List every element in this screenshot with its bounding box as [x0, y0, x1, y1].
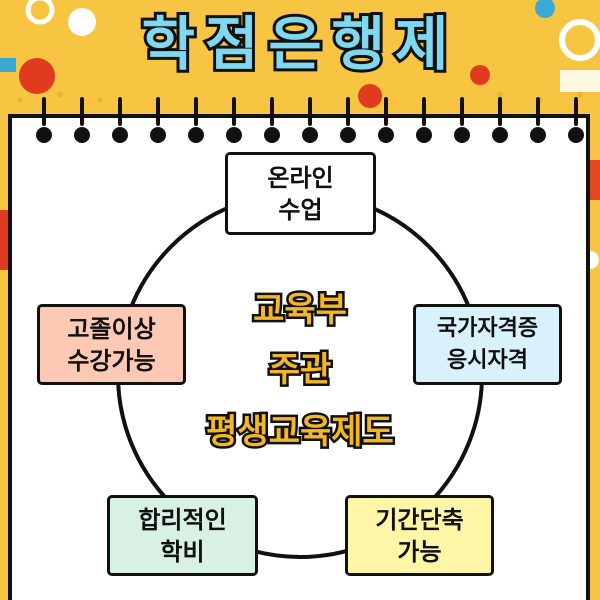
node-label: 고졸이상 — [67, 314, 156, 343]
node-label: 국가자격증 — [436, 315, 539, 341]
node-label: 수강가능 — [67, 346, 156, 375]
node-label: 온라인 — [267, 163, 334, 192]
node-label: 합리적인 — [138, 505, 227, 534]
node-label: 가능 — [397, 537, 442, 566]
center-label: 교육부 주관 평생교육제도 — [170, 285, 430, 465]
node-high-school-eligible: 고졸이상 수강가능 — [37, 304, 186, 385]
node-label: 수업 — [278, 195, 323, 224]
node-online-class: 온라인 수업 — [225, 152, 376, 235]
title-text: 학점은행제 — [142, 10, 459, 78]
center-line-3: 평생교육제도 — [206, 412, 394, 452]
node-reasonable-tuition: 합리적인 학비 — [107, 495, 258, 576]
node-shortened-period: 기간단축 가능 — [345, 495, 494, 576]
node-national-certificate: 국가자격증 응시자격 — [413, 304, 562, 385]
center-line-1: 교육부 — [253, 290, 347, 330]
node-label: 기간단축 — [375, 505, 464, 534]
center-line-2: 주관 — [269, 350, 332, 390]
page-title: 학점은행제 — [0, 4, 600, 84]
node-label: 응시자격 — [447, 347, 528, 373]
node-label: 학비 — [160, 537, 205, 566]
